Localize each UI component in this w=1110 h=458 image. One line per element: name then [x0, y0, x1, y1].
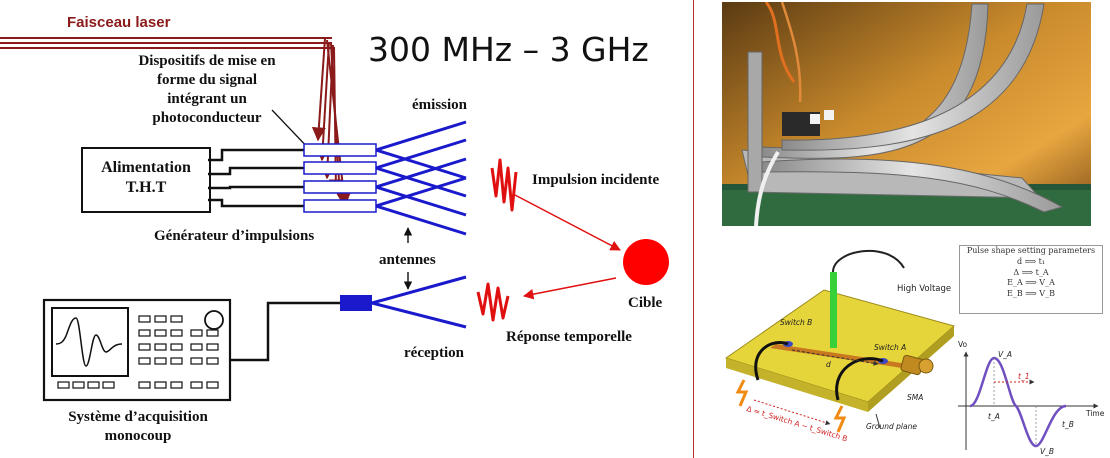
receiver-block	[340, 295, 372, 311]
power-supply-line: Alimentation	[101, 159, 191, 176]
board-side	[726, 358, 868, 412]
acquisition-line: Système d’acquisition	[68, 409, 208, 425]
shaping-devices-label: Dispositifs de mise en forme du signal i…	[117, 52, 297, 128]
photoconductor	[303, 143, 377, 157]
switch-schematic	[724, 249, 1099, 450]
sma-end	[918, 358, 934, 374]
laser-ray	[311, 37, 326, 142]
supply-wires	[208, 148, 304, 208]
vo-label: Vo	[958, 340, 968, 349]
photoconductor	[303, 180, 377, 194]
laser-beam-line	[0, 42, 332, 44]
pulse-generator-label: Générateur d’impulsions	[154, 228, 315, 244]
antennas-label: antennes	[379, 252, 436, 268]
incident-pulse-label: Impulsion incidente	[532, 172, 660, 188]
frequency-range: 300 MHz – 3 GHz	[368, 30, 649, 69]
shaping-line: intégrant un	[167, 91, 247, 107]
emission-antennas	[375, 120, 467, 236]
waveform	[969, 356, 1067, 448]
time-label: Time	[1086, 409, 1105, 418]
power-supply-label: Alimentation T.H.T	[83, 158, 209, 198]
laser-ray	[326, 39, 351, 208]
switch-a-label: Switch A	[874, 343, 907, 352]
power-supply-line: T.H.T	[125, 179, 167, 196]
power-supply-box	[81, 147, 211, 213]
target-label: Cible	[628, 295, 663, 311]
sma-label: SMA	[907, 393, 924, 402]
vb-label: V_B	[1040, 447, 1055, 456]
receiver-cable	[230, 301, 340, 362]
d-label: d	[826, 360, 831, 369]
t1-label: t_1	[1018, 372, 1030, 381]
diagram-panel: Faisceau laser 300 MHz – 3 GHz Dispositi…	[0, 14, 669, 446]
emission-label: émission	[412, 97, 468, 113]
photo-scene	[722, 2, 1091, 226]
reception-label: réception	[404, 345, 464, 361]
response-arrow	[522, 277, 617, 300]
incident-pulse-wave	[490, 158, 518, 212]
parameter-row: E_B ⟹ V_B	[1007, 289, 1055, 299]
photoconductor	[303, 161, 377, 175]
switch-b-label: Switch B	[780, 318, 813, 327]
temporal-response-label: Réponse temporelle	[506, 329, 632, 345]
oscilloscope	[42, 298, 232, 402]
photoconductor	[303, 199, 377, 213]
incident-arrow	[514, 194, 621, 251]
parameter-row: E_A ⟹ V_A	[1007, 278, 1055, 288]
hv-cable	[832, 249, 905, 273]
response-wave	[476, 282, 510, 322]
ground-plane-label: Ground plane	[866, 422, 917, 431]
shaping-line: Dispositifs de mise en	[138, 53, 276, 69]
high-voltage-probe	[830, 272, 837, 348]
parameter-row: Δ ⟹ t_A	[1013, 267, 1049, 277]
laser-label: Faisceau laser	[67, 14, 171, 31]
shaping-line: photoconducteur	[152, 110, 262, 126]
target-circle	[623, 239, 669, 285]
reception-antenna	[371, 275, 467, 329]
va-label: V_A	[998, 350, 1013, 359]
acquisition-line: monocoup	[104, 428, 172, 444]
tb-label: t_B	[1062, 420, 1074, 429]
laser-ray	[315, 41, 330, 162]
photoconductors	[303, 143, 377, 213]
board-top	[724, 289, 956, 403]
shaping-line: forme du signal	[156, 72, 257, 88]
laser-beam-line	[0, 47, 332, 49]
acquisition-label: Système d’acquisition monocoup	[53, 408, 223, 446]
panel-divider	[693, 0, 694, 458]
pulse-parameters-box: Pulse shape setting parameters d ⟹ t₁ Δ …	[959, 245, 1103, 314]
setup-diagram	[42, 37, 669, 402]
ta-label: t_A	[988, 412, 1000, 421]
parameter-row: d ⟹ t₁	[1016, 256, 1046, 266]
high-voltage-label: High Voltage	[897, 284, 952, 294]
laser-beam-line	[0, 37, 332, 39]
antenna-prototype-photo	[722, 2, 1091, 226]
parameters-title: Pulse shape setting parameters	[966, 246, 1096, 255]
